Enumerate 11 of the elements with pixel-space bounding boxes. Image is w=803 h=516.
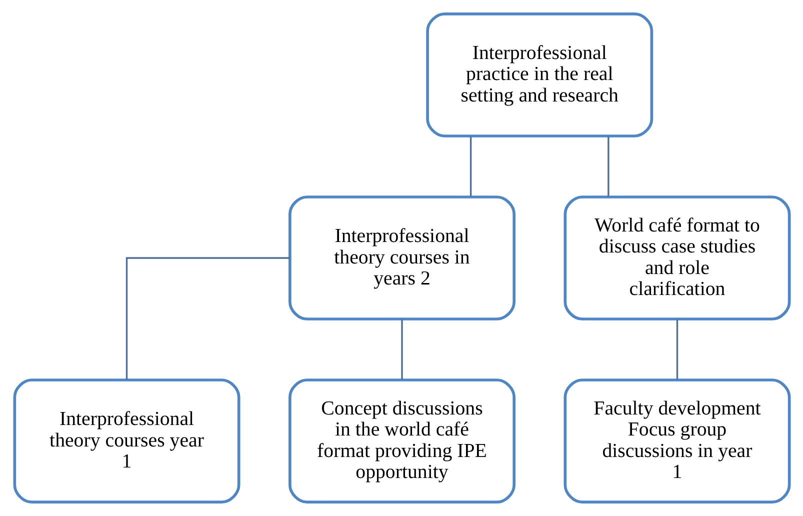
node-box: Faculty development Focus group discussions in year 1 (563, 378, 790, 504)
node-box: Interprofessional theory courses year 1 (12, 378, 240, 504)
connector (676, 319, 678, 380)
node-box: Interprofessional theory courses in years 2 (288, 196, 515, 320)
connector (400, 319, 402, 380)
connector (125, 257, 290, 380)
node-box: Concept discussions in the world café format providing IPE opportunity (288, 378, 515, 504)
connector (469, 136, 472, 196)
node-box: Interprofessional practice in the real setting and research (426, 12, 653, 138)
connector (607, 136, 609, 196)
node-box: World café format to discuss case studies and role clarification (563, 196, 790, 320)
